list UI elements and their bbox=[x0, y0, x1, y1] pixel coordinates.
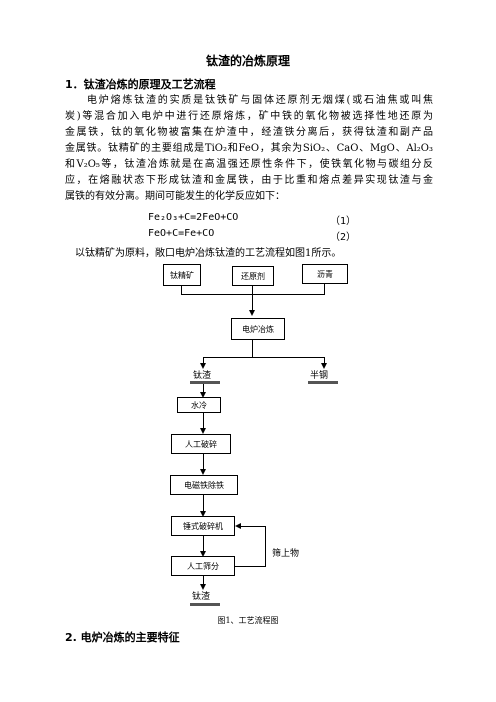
arrow-down-icon bbox=[321, 363, 327, 369]
label-semi-steel: 半钢 bbox=[310, 371, 329, 381]
arrow-down-icon bbox=[249, 310, 255, 316]
arrow-down-icon bbox=[200, 392, 206, 398]
paragraph-line: 金属铁。钛精矿的主要组成是TiO₂和FeO，其余为SiO₂、CaO、MgO、Al… bbox=[65, 143, 433, 154]
arrow-down-icon bbox=[200, 511, 206, 517]
equation-2: FeO+C=Fe+CO bbox=[148, 228, 215, 239]
box-magnetic-iron-removal: 电磁铁除铁 bbox=[170, 475, 238, 495]
box-electric-furnace-smelting: 电炉冶炼 bbox=[231, 318, 285, 340]
label-final-product: 钛渣 bbox=[192, 592, 211, 602]
label-oversize: 筛上物 bbox=[272, 549, 300, 559]
paragraph-line: 属铁的有效分离。期间可能发生的化学反应如下： bbox=[65, 191, 285, 202]
equation-1-number: （1） bbox=[330, 216, 357, 227]
arrow-down-icon bbox=[200, 584, 206, 590]
flow-intro-text: 以钛精矿为原料，敞口电炉冶炼钛渣的工艺流程如图1所示。 bbox=[75, 248, 342, 259]
connector-line bbox=[203, 357, 204, 364]
paragraph-line: 电炉熔炼钛渣的实质是钛铁矿与固体还原剂无烟煤(或石油焦或叫焦 bbox=[87, 95, 433, 106]
connector-line bbox=[181, 286, 182, 294]
connector-line bbox=[181, 294, 325, 295]
connector-line bbox=[203, 576, 204, 584]
connector-line bbox=[252, 340, 253, 357]
arrow-left-icon bbox=[235, 523, 241, 529]
steel-bar bbox=[308, 381, 338, 384]
box-water-cooling: 水冷 bbox=[177, 397, 221, 413]
figure-caption: 图1、工艺流程图 bbox=[217, 616, 279, 625]
product-bar bbox=[190, 603, 220, 606]
box-manual-screening: 人工筛分 bbox=[171, 556, 235, 576]
input-box-titanium-concentrate: 钛精矿 bbox=[163, 264, 201, 286]
arrow-down-icon bbox=[200, 551, 206, 557]
paragraph-line: 应，在熔融状态下形成钛渣和金属铁，由于比重和熔点差异实现钛渣与金 bbox=[65, 175, 433, 186]
box-hammer-crusher: 锤式破碎机 bbox=[171, 516, 235, 536]
input-box-reductant: 还原剂 bbox=[232, 266, 274, 286]
connector-line bbox=[324, 357, 325, 364]
equation-1: Fe₂O₃+C=2FeO+CO bbox=[148, 212, 239, 223]
connector-line bbox=[203, 357, 325, 358]
paragraph-line: 炭)等混合加入电炉中进行还原熔炼，矿中铁的氧化物被选择性地还原为 bbox=[65, 111, 433, 122]
page-title: 钛渣的冶炼原理 bbox=[205, 54, 290, 68]
body-paragraph: 电炉熔炼钛渣的实质是钛铁矿与固体还原剂无烟煤(或石油焦或叫焦 炭)等混合加入电炉… bbox=[65, 93, 433, 205]
equation-2-number: （2） bbox=[330, 232, 357, 243]
connector-line bbox=[203, 413, 204, 428]
section-2-heading: 2. 电炉冶炼的主要特征 bbox=[65, 631, 180, 644]
recycle-line bbox=[235, 566, 265, 567]
recycle-line bbox=[241, 526, 266, 527]
section-1-heading: 1．钛渣冶炼的原理及工艺流程 bbox=[65, 78, 216, 91]
arrow-down-icon bbox=[200, 469, 206, 475]
slag-bar bbox=[190, 381, 220, 384]
connector-line bbox=[203, 495, 204, 511]
input-box-pitch: 沥青 bbox=[302, 264, 348, 284]
connector-line bbox=[203, 536, 204, 551]
paragraph-line: 和V₂O₅等，钛渣冶炼就是在高温强还原性条件下，使铁氧化物与碳组分反 bbox=[65, 159, 433, 170]
arrow-down-icon bbox=[200, 363, 206, 369]
recycle-line bbox=[265, 526, 266, 567]
paragraph-line: 金属铁，钛的氧化物被富集在炉渣中，经渣铁分离后，获得钛渣和副产品 bbox=[65, 127, 433, 138]
arrow-down-icon bbox=[200, 428, 206, 434]
connector-line bbox=[203, 454, 204, 469]
connector-line bbox=[252, 294, 253, 310]
label-titanium-slag: 钛渣 bbox=[193, 371, 212, 381]
box-manual-crushing: 人工破碎 bbox=[171, 434, 231, 454]
connector-line bbox=[203, 384, 204, 392]
connector-line bbox=[252, 286, 253, 294]
connector-line bbox=[324, 284, 325, 294]
